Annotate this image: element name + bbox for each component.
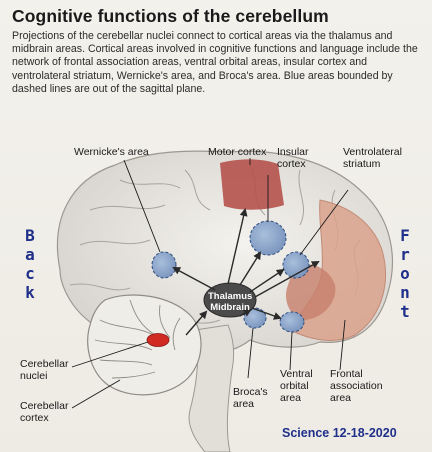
leader-lines [71, 158, 349, 409]
insular-region [249, 220, 287, 256]
figure-caption: Projections of the cerebellar nuclei con… [12, 30, 418, 95]
label-frontal-association: Frontal association area [330, 368, 383, 404]
label-wernicke: Wernicke's area [74, 146, 149, 158]
wernicke-region [151, 251, 177, 279]
ventral-orbital-region [279, 311, 305, 333]
cerebellar-folia [94, 299, 181, 379]
motor-cortex-region [220, 159, 284, 210]
label-motor-cortex: Motor cortex [208, 146, 267, 158]
label-cerebellar-cortex: Cerebellar cortex [20, 400, 69, 424]
label-ventrolateral-striatum: Ventrolateral striatum [343, 146, 402, 170]
annotation-credit: Science 12-18-2020 [282, 426, 397, 440]
label-thalamus-midbrain: Thalamus Midbrain [208, 291, 253, 313]
ventrolateral-striatum-region [282, 251, 310, 279]
label-broca: Broca's area [233, 386, 268, 410]
projection-arrows [172, 208, 320, 336]
label-insular-cortex: Insular cortex [277, 146, 309, 170]
label-cerebellar-nuclei: Cerebellar nuclei [20, 358, 69, 382]
label-ventral-orbital: Ventral orbital area [280, 368, 313, 404]
cerebellum [87, 294, 202, 396]
cerebellar-nuclei-marker [146, 333, 170, 347]
thalamus-midbrain-hub [203, 282, 257, 318]
figure-title: Cognitive functions of the cerebellum [12, 6, 329, 26]
brainstem [188, 324, 235, 452]
